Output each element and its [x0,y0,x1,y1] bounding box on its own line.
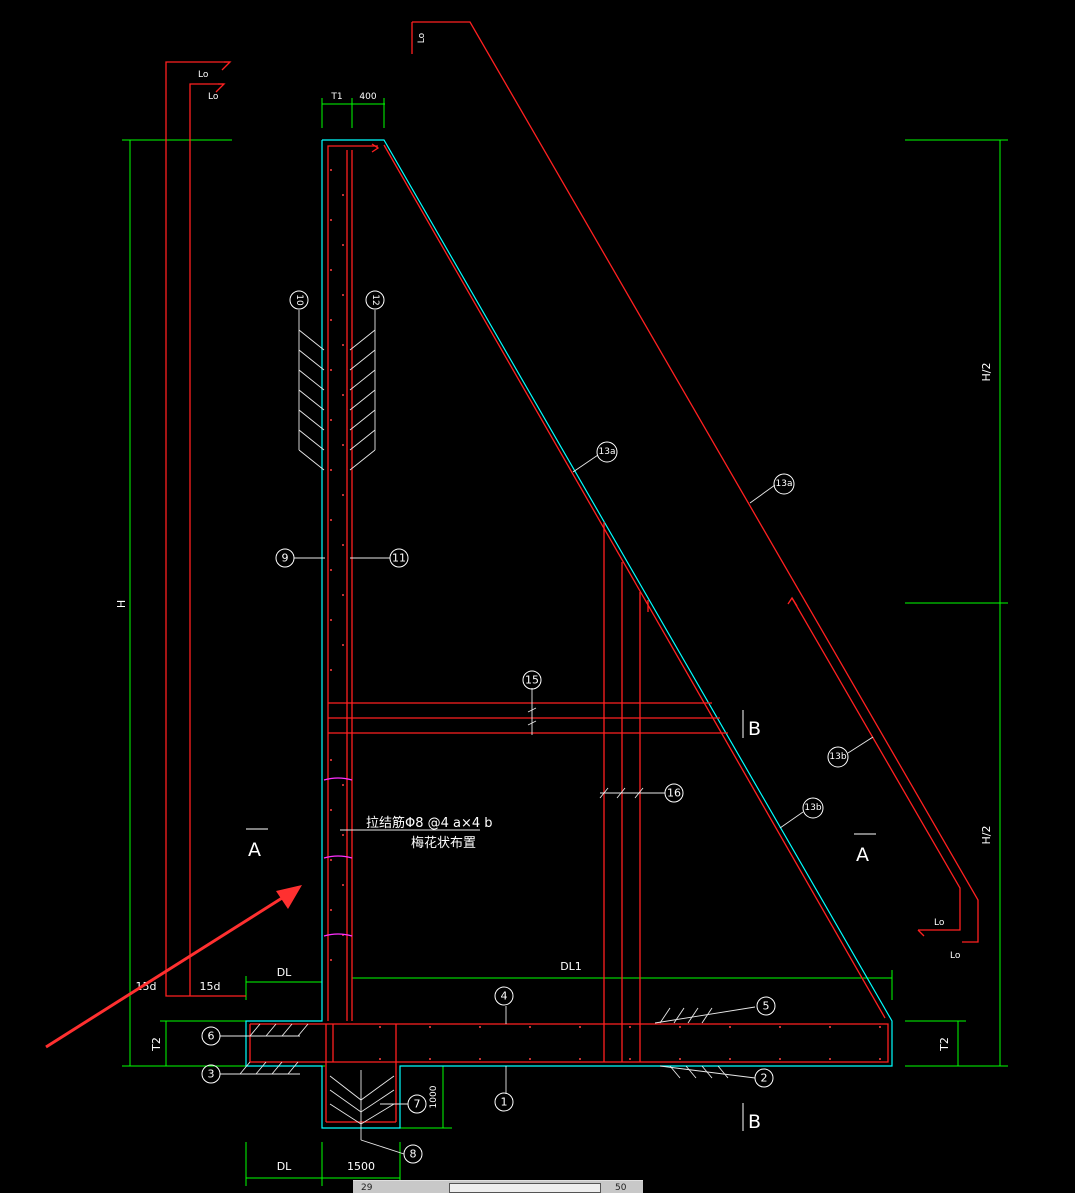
callout-13a-inner-circle [596,441,618,463]
dim-1500: 1500 [347,1160,375,1173]
section-marks: A A B B [246,710,876,1133]
callout-2-label: 2 [761,1072,768,1085]
dim-dl-bottom: DL [277,1160,292,1173]
callout-16-circle [664,783,684,803]
dim-h-half-top: H/2 [980,363,993,382]
callout-10-label: 10 [294,294,304,306]
dim-dl-left: DL [277,966,292,979]
callout-1-label: 1 [501,1096,508,1109]
callout-7-circle [407,1094,427,1114]
callout-13b-outer-circle [827,746,849,768]
dim-t2-left: T2 [150,1037,163,1052]
dimension-lines [122,98,1008,1186]
callout-13a-outer-label: 13a [776,479,793,489]
callout-4-label: 4 [501,990,508,1003]
callout-circles [201,290,849,1164]
section-b-bottom: B [748,1111,761,1133]
dim-t1: T1 [330,92,342,102]
callout-10-circle [289,290,309,310]
status-bar: 29 50 [353,1180,643,1193]
callout-2-circle [754,1068,774,1088]
rebar-dots [330,169,881,1060]
callout-13b-inner-circle [802,797,824,819]
concrete-outline [245,139,893,1129]
callout-6-circle [201,1026,221,1046]
tie-bars [323,777,353,937]
callout-6-label: 6 [208,1030,215,1043]
section-a-left: A [248,839,261,861]
callout-16-label: 16 [667,787,681,800]
callout-3-label: 3 [208,1068,215,1081]
rebar [165,21,979,1123]
callout-15-circle [522,670,542,690]
dimension-text: T1 400 H H/2 H/2 DL DL1 DL 1500 T2 T2 10… [115,92,993,1173]
dim-h-half-bottom: H/2 [980,826,993,845]
dim-dl1: DL1 [560,960,582,973]
lo-left-2: Lo [208,92,219,102]
lo-top: Lo [417,32,427,43]
annotation-arrow [45,885,302,1049]
tie-bar-note: 拉结筋Φ8 @4 a×4 b 梅花状布置 [366,815,493,851]
callout-7-label: 7 [414,1098,421,1111]
callout-15-label: 15 [525,674,539,687]
section-a-right: A [856,844,869,866]
dim-h: H [115,600,128,608]
callout-11-label: 11 [392,552,406,565]
note-line-2: 梅花状布置 [411,835,476,851]
lo-left-1: Lo [198,70,209,80]
callout-8-label: 8 [410,1148,417,1161]
callout-labels: 10 12 9 11 13a 13a 15 16 13b 13b 4 5 6 3… [208,294,847,1160]
callout-13b-outer-label: 13b [829,752,846,762]
callout-1-circle [494,1092,514,1112]
anchorage-text: Lo Lo Lo Lo Lo [198,32,961,961]
dim-t2-right: T2 [938,1037,951,1052]
lo-right-2: Lo [950,951,961,961]
callout-5-circle [756,996,776,1016]
callout-12-circle [365,290,385,310]
callout-11-circle [389,548,409,568]
note-line-1: 拉结筋Φ8 @4 a×4 b [366,815,493,831]
callout-12-label: 12 [370,294,380,305]
status-left-value: 29 [361,1183,373,1193]
dim-400: 400 [359,92,376,102]
callout-5-label: 5 [763,1000,770,1013]
leader-hatches [220,310,874,1155]
callout-9-circle [275,548,295,568]
dim-1000: 1000 [429,1085,439,1108]
callout-13a-inner-label: 13a [599,447,616,457]
callout-13a-outer-circle [773,473,795,495]
dim-15d-a: 15d [136,980,157,993]
callout-8-circle [403,1144,423,1164]
dim-15d-b: 15d [200,980,221,993]
callout-4-circle [494,986,514,1006]
callout-3-circle [201,1064,221,1084]
lo-right-1: Lo [934,918,945,928]
status-right-value: 50 [615,1183,627,1193]
callout-9-label: 9 [282,552,289,565]
callout-13b-inner-label: 13b [804,803,821,813]
section-b-top: B [748,718,761,740]
